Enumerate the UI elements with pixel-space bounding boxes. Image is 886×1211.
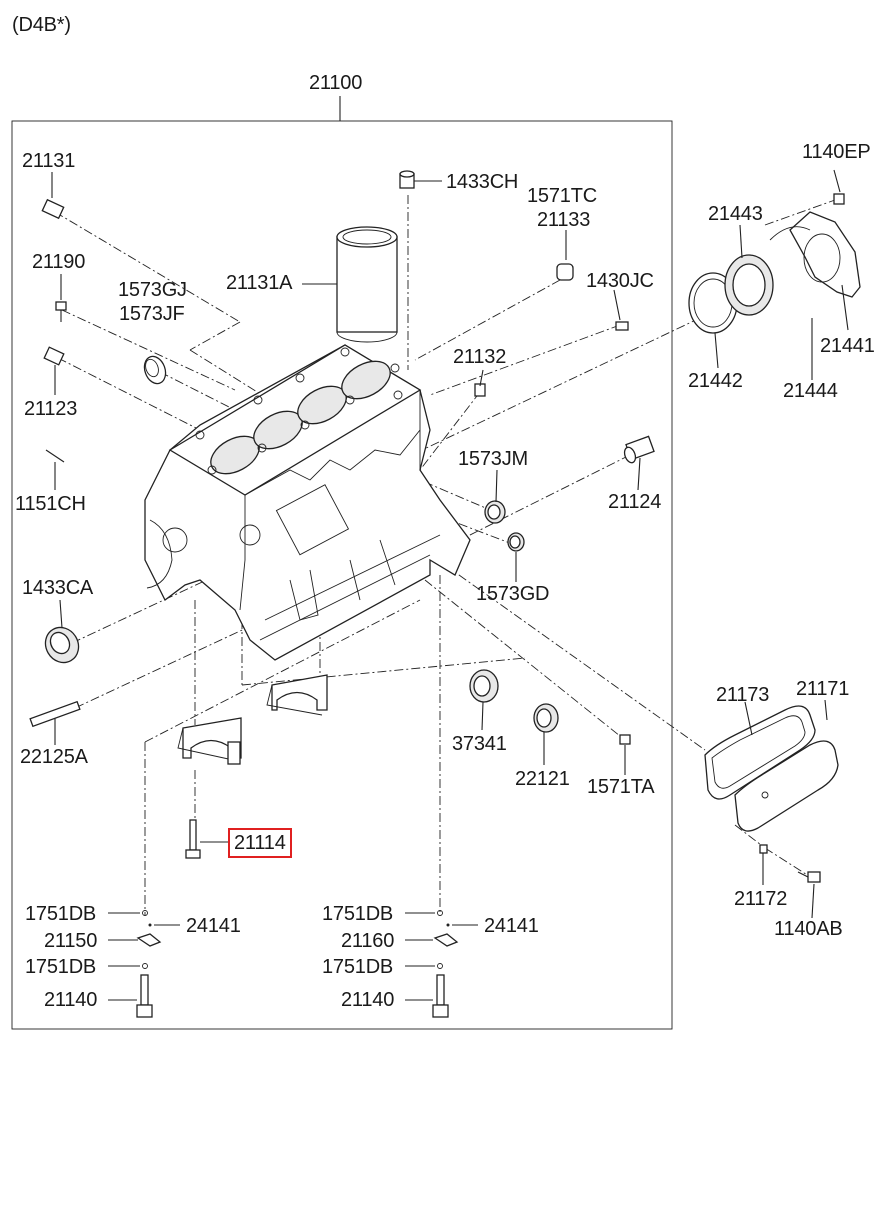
assembly-frame [11,120,673,1030]
bolt-1140ab [797,871,821,883]
label-21443[interactable]: 21443 [708,203,763,225]
label-21444[interactable]: 21444 [783,380,838,402]
label-1571ta[interactable]: 1571TA [587,776,655,798]
ring-1573gd [507,532,525,552]
label-24141-left[interactable]: 24141 [186,915,241,937]
side-cover-gaskets [704,705,839,832]
label-1140ep[interactable]: 1140EP [802,141,871,163]
engine-code: (D4B*) [12,14,71,36]
bushing-22121 [533,703,559,733]
label-1573jf[interactable]: 1573JF [119,303,185,325]
leader-lines [51,169,849,1001]
label-1573jm[interactable]: 1573JM [458,448,528,470]
label-1571tc[interactable]: 1571TC [527,185,597,207]
label-24141-right[interactable]: 24141 [484,915,539,937]
label-21150[interactable]: 21150 [44,930,98,952]
label-21131a[interactable]: 21131A [226,272,293,294]
label-1751db-left-bottom[interactable]: 1751DB [25,956,97,978]
label-21124[interactable]: 21124 [608,491,662,513]
pin-22125a [29,700,81,728]
label-1751db-right-bottom[interactable]: 1751DB [322,956,394,978]
plug-1571ta [619,734,631,745]
projection-lines [54,195,836,915]
plug-1573gj [143,355,167,385]
label-1573gj[interactable]: 1573GJ [118,279,187,301]
label-1751db-left-top[interactable]: 1751DB [25,903,97,925]
bolt-21114 [185,819,201,859]
label-21133[interactable]: 21133 [537,209,591,231]
label-21172[interactable]: 21172 [734,888,788,910]
plug-21131 [41,198,65,220]
plug-21133 [556,263,574,281]
label-1430jc[interactable]: 1430JC [586,270,654,292]
label-1140ab[interactable]: 1140AB [774,918,843,940]
label-37341[interactable]: 37341 [452,733,507,755]
label-1433ch[interactable]: 1433CH [446,171,519,193]
cylinder-block [144,344,471,661]
bolt-21190 [55,301,67,322]
label-21171[interactable]: 21171 [796,678,850,700]
label-22121[interactable]: 22121 [515,768,570,790]
label-21114-highlighted[interactable]: 21114 [228,828,292,858]
seal-1433ca [44,626,80,664]
plug-21123 [43,346,65,366]
pin-1151ch [45,449,65,463]
bushing-37341 [469,669,499,703]
bush-21124 [623,435,655,464]
label-21190[interactable]: 21190 [32,251,86,273]
rear-oil-seal-group [688,193,861,334]
label-21140-right[interactable]: 21140 [341,989,395,1011]
oil-jet-fasteners [136,910,459,1018]
label-21173[interactable]: 21173 [716,684,770,706]
label-21123[interactable]: 21123 [24,398,78,420]
cylinder-liner [336,226,398,343]
pin-1430jc [615,321,629,331]
label-21160[interactable]: 21160 [341,930,395,952]
label-1573gd[interactable]: 1573GD [476,583,550,605]
label-22125a[interactable]: 22125A [20,746,88,768]
label-21140-left[interactable]: 21140 [44,989,98,1011]
ring-1573jm [484,500,506,524]
label-1751db-right-top[interactable]: 1751DB [322,903,394,925]
bearing-cap-upper [266,674,328,716]
label-21132[interactable]: 21132 [453,346,507,368]
label-21442[interactable]: 21442 [688,370,743,392]
bearing-cap-lower [177,717,242,765]
label-21131[interactable]: 21131 [22,150,76,172]
label-1151ch[interactable]: 1151CH [15,493,86,515]
label-1433ca[interactable]: 1433CA [22,577,94,599]
label-21441[interactable]: 21441 [820,335,875,357]
label-21100: 21100 [309,72,363,94]
